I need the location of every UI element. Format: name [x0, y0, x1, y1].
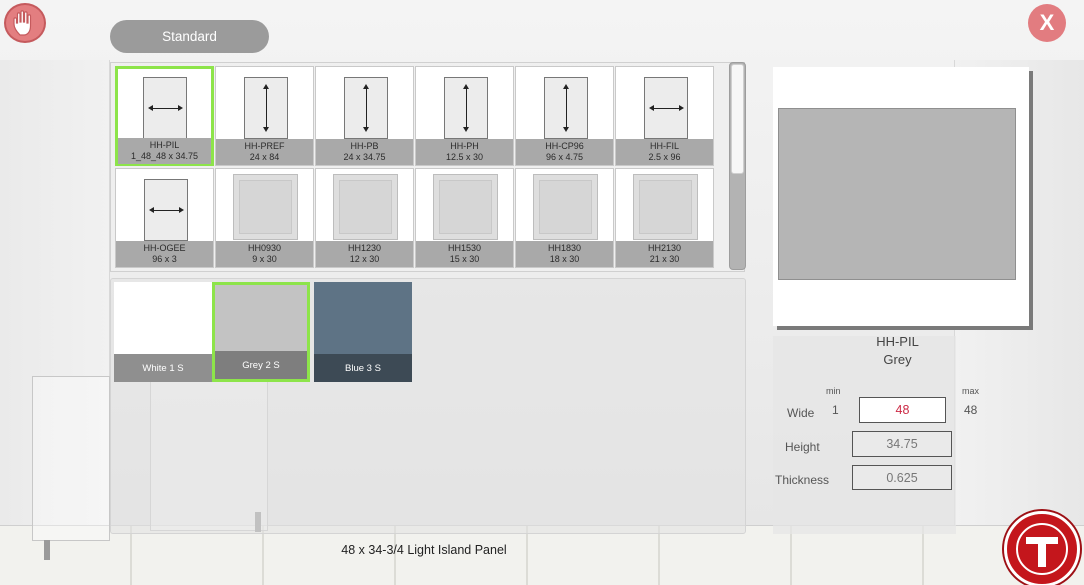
catalog-item-caption: HH1830 18 x 30 [516, 241, 613, 267]
catalog-item-hh-cp96[interactable]: HH-CP96 96 x 4.75 [515, 66, 614, 166]
catalog-item-caption: HH-OGEE 96 x 3 [116, 241, 213, 267]
item-size: 2.5 x 96 [648, 152, 681, 162]
catalog-item-hh-ph[interactable]: HH-PH 12.5 x 30 [415, 66, 514, 166]
catalog-item-caption: HH-FIL 2.5 x 96 [616, 139, 713, 165]
item-preview [773, 67, 1029, 326]
item-code: HH-FIL [650, 141, 679, 151]
wide-min-value: 1 [832, 403, 839, 417]
item-code: HH0930 [247, 243, 282, 253]
finish-label: Grey 2 S [215, 351, 307, 379]
catalog-item-hh1530[interactable]: HH1530 15 x 30 [415, 168, 514, 268]
item-size: 12 x 30 [349, 254, 380, 264]
finish-swatch-grey[interactable]: Grey 2 S [212, 282, 310, 382]
cabinet-left [32, 376, 110, 541]
catalog-item-hh-fil[interactable]: HH-FIL 2.5 x 96 [615, 66, 714, 166]
item-code: HH-PIL [149, 140, 180, 150]
thickness-label: Thickness [775, 473, 830, 487]
finish-swatch-white[interactable]: White 1 S [114, 282, 212, 382]
horizontal-arrow-icon [144, 179, 188, 241]
item-code: HH1530 [447, 243, 482, 253]
catalog-item-hh2130[interactable]: HH2130 21 x 30 [615, 168, 714, 268]
vertical-arrow-icon [244, 77, 288, 139]
close-icon: X [1039, 10, 1055, 35]
catalog-item-hh-pref[interactable]: HH-PREF 24 x 84 [215, 66, 314, 166]
catalog-item-caption: HH0930 9 x 30 [216, 241, 313, 267]
door-panel-icon [333, 174, 398, 240]
item-size: 12.5 x 30 [445, 152, 484, 162]
catalog-scrollbar[interactable] [729, 62, 746, 270]
catalog-item-caption: HH-PB 24 x 34.75 [316, 139, 413, 165]
height-field: 34.75 [852, 431, 952, 457]
item-code: HH-PREF [244, 141, 285, 151]
door-panel-icon [233, 174, 298, 240]
door-panel-icon [433, 174, 498, 240]
finishes-panel: White 1 S Grey 2 S Blue 3 S [110, 278, 746, 534]
item-size: 24 x 84 [249, 152, 280, 162]
catalog-panel: HH-PIL 1_48_48 x 34.75 HH-PREF 24 x 84 H… [110, 62, 745, 272]
brand-logo [1004, 511, 1080, 585]
hand-tool-button[interactable] [4, 3, 46, 43]
item-size: 96 x 3 [152, 254, 177, 264]
horizontal-arrow-icon [143, 77, 187, 139]
catalog-item-caption: HH1230 12 x 30 [316, 241, 413, 267]
catalog-item-hh-pil[interactable]: HH-PIL 1_48_48 x 34.75 [115, 66, 214, 166]
catalog-grid: HH-PIL 1_48_48 x 34.75 HH-PREF 24 x 84 H… [115, 66, 714, 268]
selected-item-finish: Grey [883, 352, 912, 367]
item-size: 96 x 4.75 [545, 152, 584, 162]
item-code: HH1230 [347, 243, 382, 253]
catalog-item-hh-ogee[interactable]: HH-OGEE 96 x 3 [115, 168, 214, 268]
catalog-item-caption: HH-CP96 96 x 4.75 [516, 139, 613, 165]
finish-label: White 1 S [114, 354, 212, 382]
scrollbar-thumb[interactable] [731, 64, 744, 174]
door-panel-icon [633, 174, 698, 240]
item-description: 48 x 34-3/4 Light Island Panel [341, 543, 507, 557]
hand-icon [13, 10, 32, 36]
max-label: max [962, 386, 980, 396]
catalog-item-caption: HH2130 21 x 30 [616, 241, 713, 267]
item-code: HH-PB [350, 141, 379, 151]
catalog-item-hh1830[interactable]: HH1830 18 x 30 [515, 168, 614, 268]
t-logo-icon [1016, 523, 1068, 575]
preview-panel-image [778, 108, 1016, 280]
close-button[interactable]: X [1028, 4, 1066, 42]
catalog-item-caption: HH1530 15 x 30 [416, 241, 513, 267]
finish-label: Blue 3 S [314, 354, 412, 382]
vertical-arrow-icon [344, 77, 388, 139]
catalog-item-caption: HH-PH 12.5 x 30 [416, 139, 513, 165]
item-size: 24 x 34.75 [343, 152, 386, 162]
item-code: HH-CP96 [545, 141, 584, 151]
vertical-arrow-icon [544, 77, 588, 139]
item-code: HH2130 [647, 243, 682, 253]
catalog-item-hh-pb[interactable]: HH-PB 24 x 34.75 [315, 66, 414, 166]
tab-standard[interactable]: Standard [110, 20, 269, 53]
wide-max-value: 48 [964, 403, 978, 417]
catalog-item-hh1230[interactable]: HH1230 12 x 30 [315, 168, 414, 268]
item-size: 1_48_48 x 34.75 [130, 151, 199, 161]
item-size: 18 x 30 [549, 254, 580, 264]
door-panel-icon [533, 174, 598, 240]
catalog-item-caption: HH-PIL 1_48_48 x 34.75 [118, 138, 211, 164]
thickness-field: 0.625 [852, 465, 952, 490]
horizontal-arrow-icon [644, 77, 688, 139]
catalog-item-caption: HH-PREF 24 x 84 [216, 139, 313, 165]
item-code: HH-PH [450, 141, 479, 151]
wide-label: Wide [787, 406, 815, 420]
min-label: min [826, 386, 841, 396]
cabinet-leg [44, 540, 50, 560]
left-wall [0, 60, 110, 530]
finish-swatch-blue[interactable]: Blue 3 S [314, 282, 412, 382]
selected-item-name: HH-PIL [876, 334, 919, 349]
catalog-item-hh0930[interactable]: HH0930 9 x 30 [215, 168, 314, 268]
item-size: 9 x 30 [252, 254, 277, 264]
item-code: HH1830 [547, 243, 582, 253]
item-size: 21 x 30 [649, 254, 680, 264]
vertical-arrow-icon [444, 77, 488, 139]
height-label: Height [785, 440, 820, 454]
item-code: HH-OGEE [143, 243, 186, 253]
wide-input[interactable]: 48 [859, 397, 946, 423]
item-size: 15 x 30 [449, 254, 480, 264]
